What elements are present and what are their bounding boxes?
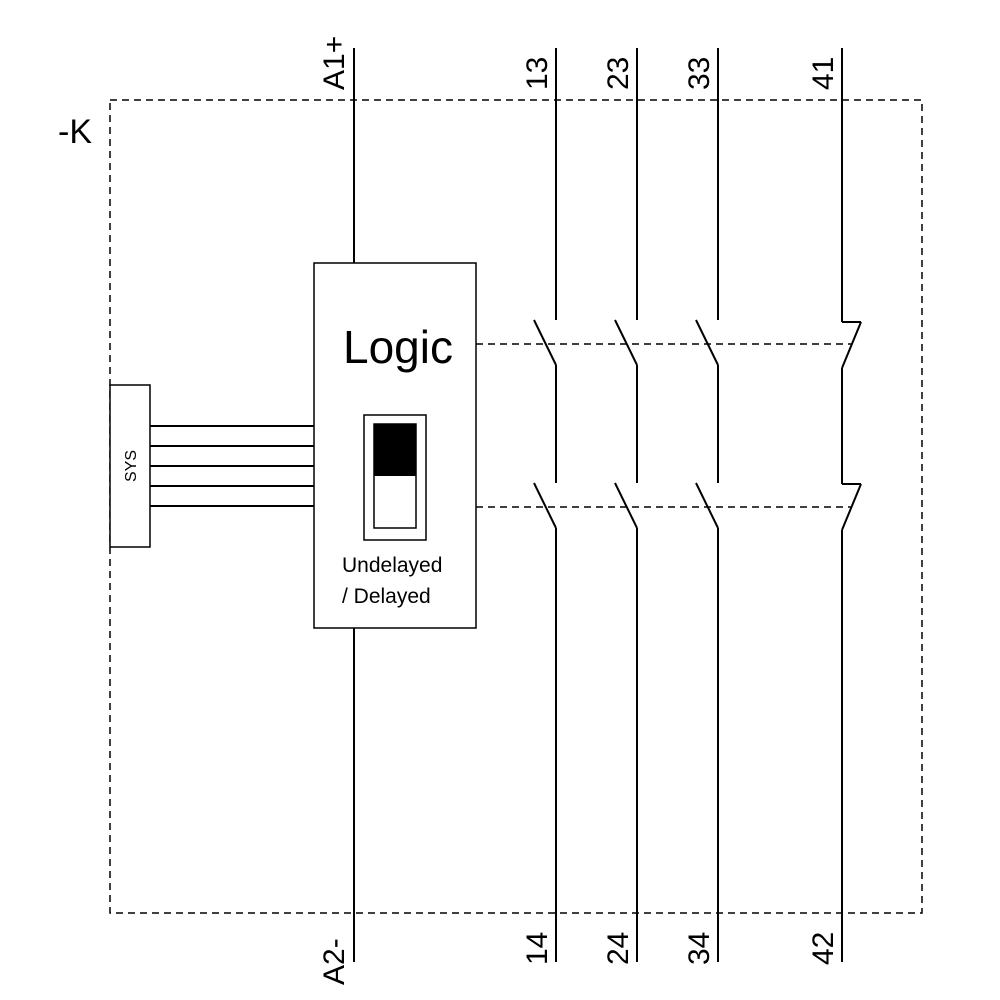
terminal-a1-label: A1+ <box>318 36 351 90</box>
contact-41-42 <box>841 48 862 962</box>
sys-bus-lines <box>150 425 314 507</box>
terminal-14-label: 14 <box>521 932 554 965</box>
terminal-23-label: 23 <box>602 57 635 90</box>
terminal-34-label: 34 <box>683 932 716 965</box>
terminal-a2-label: A2- <box>318 938 351 985</box>
terminal-24-label: 24 <box>602 932 635 965</box>
sys-connector <box>109 384 151 548</box>
device-label: -K <box>58 113 92 151</box>
sys-label: SYS <box>123 450 140 482</box>
terminal-33-label: 33 <box>683 57 716 90</box>
mode-label-line1: Undelayed <box>342 554 442 577</box>
device-boundary <box>109 99 923 914</box>
logic-label: Logic <box>343 321 453 373</box>
terminal-42-label: 42 <box>807 932 840 965</box>
contact-23-24 <box>614 48 638 962</box>
mode-label-line2: / Delayed <box>342 585 431 608</box>
terminal-13-label: 13 <box>521 57 554 90</box>
contact-13-14 <box>533 48 557 962</box>
contact-33-34 <box>695 48 719 962</box>
dip-switch-lever <box>374 424 416 476</box>
terminal-41-label: 41 <box>807 57 840 90</box>
